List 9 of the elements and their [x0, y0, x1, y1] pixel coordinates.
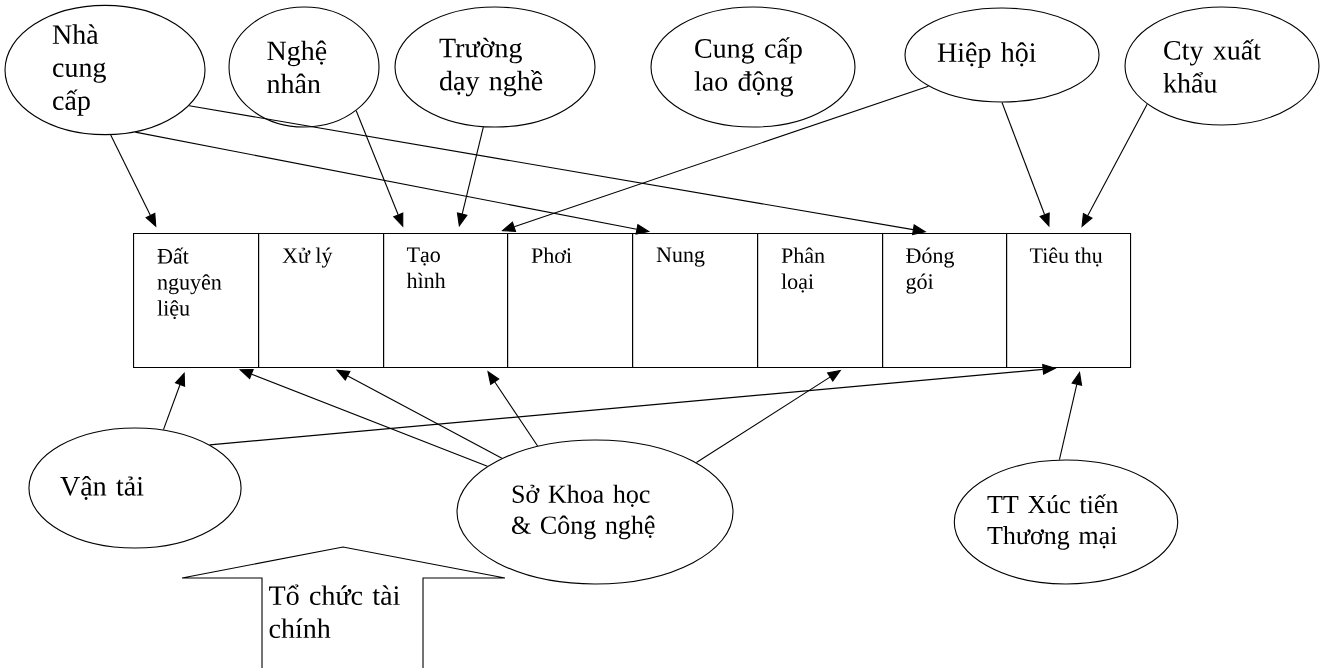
- process-cell: Đất nguyên liệu: [133, 233, 260, 369]
- process-cell: Nung: [632, 233, 759, 369]
- process-cell: Tạo hình: [383, 233, 509, 369]
- process-cell: Phân loại: [757, 233, 884, 369]
- arrow: [1058, 371, 1083, 461]
- process-cell: Tiêu thụ: [1006, 233, 1132, 369]
- process-cell: Đóng gói: [882, 233, 1008, 369]
- process-cell: Xử lý: [258, 233, 385, 369]
- process-cell: Phơi: [507, 233, 634, 369]
